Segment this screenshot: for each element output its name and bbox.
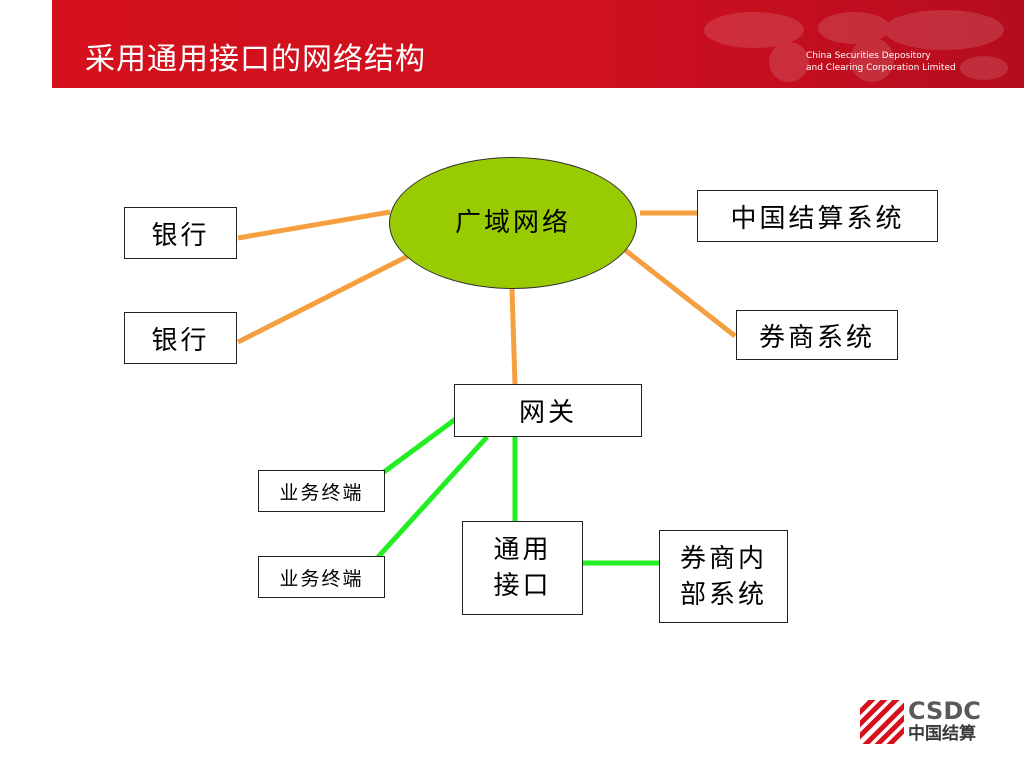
universal-interface-line-2: 接口 [493,571,552,601]
bank-node-2: 银行 [124,312,237,364]
logo-text: CSDC [908,697,981,725]
connector-gateway-terminal-2 [376,435,489,559]
connector-wan-broker [623,248,737,338]
wan-label: 广域网络 [454,208,571,238]
org-name-line-1: China Securities Depository [806,51,931,61]
bank-node-1: 银行 [124,207,237,259]
universal-interface-node: 通用 接口 [462,521,583,615]
csdc-system-node: 中国结算系统 [697,190,938,242]
broker-internal-line-2: 部系统 [679,579,767,610]
universal-interface-line-1: 通用 [493,535,552,565]
terminal-node-2: 业务终端 [258,556,385,598]
page-title: 采用通用接口的网络结构 [85,42,426,77]
csdc-logo-icon [860,700,904,744]
gateway-node: 网关 [454,384,642,437]
terminal-node-1: 业务终端 [258,470,385,512]
org-name-en: China Securities Depository and Clearing… [806,50,966,74]
broker-internal-line-1: 券商内 [679,543,767,574]
header-bar: 采用通用接口的网络结构 [52,0,1024,88]
logo-text-cn: 中国结算 [908,724,976,744]
broker-system-node: 券商系统 [736,310,898,360]
connector-wan-bank-1 [237,209,391,241]
wan-node: 广域网络 [389,157,637,289]
world-map-icon [704,10,1008,82]
org-name-line-2: and Clearing Corporation Limited [806,63,956,73]
connector-gateway-terminal-1 [371,415,459,483]
connector-wan-gateway [509,288,518,385]
broker-internal-node: 券商内 部系统 [659,530,788,623]
connector-wan-bank-2 [236,252,412,345]
